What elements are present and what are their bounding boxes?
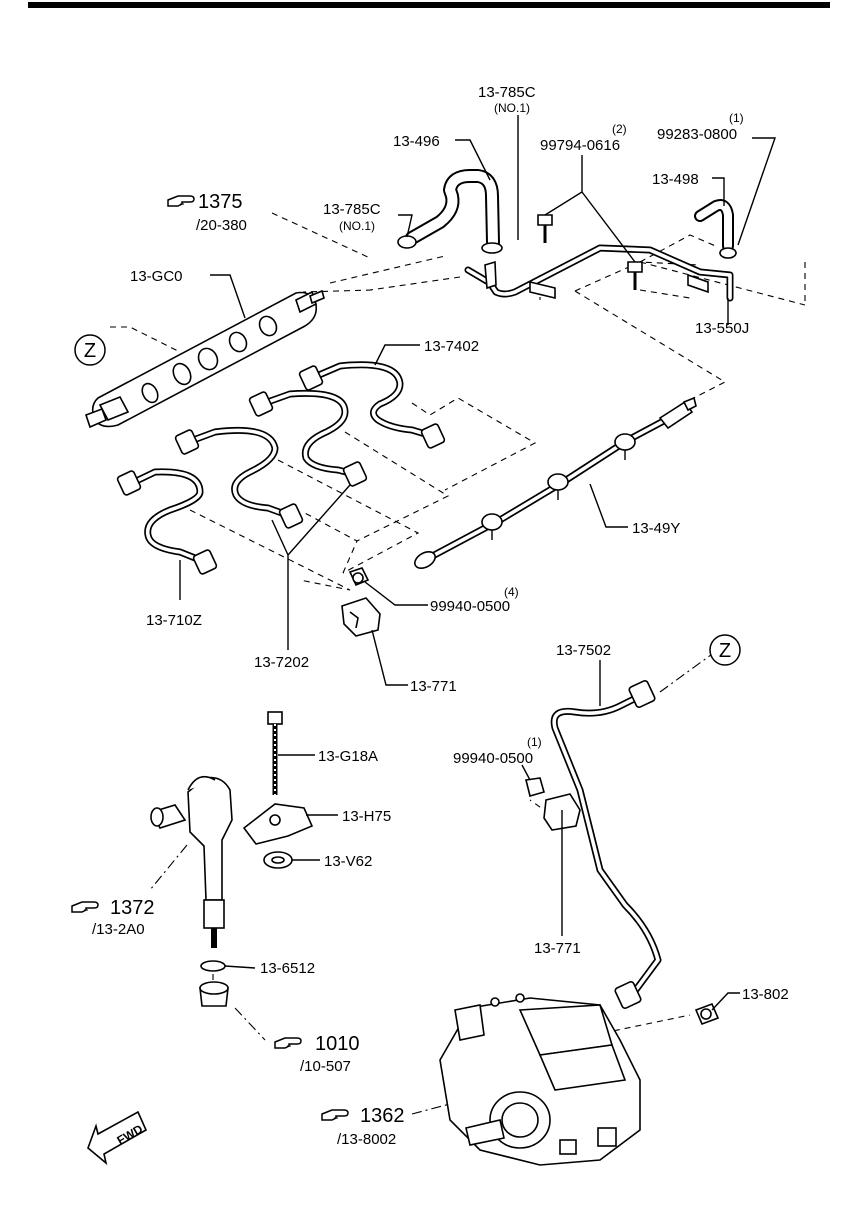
pointing-hand-icon <box>321 1109 349 1121</box>
reference-1375[interactable]: 1375 /20-380 <box>167 191 247 234</box>
supply-pump <box>439 993 720 1166</box>
svg-text:1372: 1372 <box>110 897 155 919</box>
svg-text:/13-8002: /13-8002 <box>337 1131 396 1148</box>
callout-13-785C-top-note: (NO.1) <box>494 101 530 115</box>
svg-text:/13-2A0: /13-2A0 <box>92 921 145 938</box>
callout-99283-qty: (1) <box>729 111 744 125</box>
callout-13-785C-left: 13-785C <box>323 201 381 218</box>
callout-13-498: 13-498 <box>652 171 699 188</box>
callout-13-GC0: 13-GC0 <box>130 268 183 285</box>
callout-13-7202: 13-7202 <box>254 654 309 671</box>
pointing-hand-icon <box>167 195 195 207</box>
callout-13-H75: 13-H75 <box>342 808 391 825</box>
pipe-clamp-bottom <box>525 777 581 831</box>
callout-13-785C-top: 13-785C <box>478 84 536 101</box>
z-marker-right: Z <box>709 634 741 666</box>
callout-99283: 99283-0800 <box>657 126 737 143</box>
svg-text:/10-507: /10-507 <box>300 1058 351 1075</box>
callout-13-802: 13-802 <box>742 986 789 1003</box>
injection-pipes <box>116 361 446 575</box>
callout-13-V62: 13-V62 <box>324 853 372 870</box>
svg-text:Z: Z <box>84 340 96 362</box>
callout-13-49Y: 13-49Y <box>632 520 680 537</box>
high-pressure-pipe <box>550 679 662 1010</box>
svg-text:Z: Z <box>719 640 731 662</box>
svg-text:1375: 1375 <box>198 191 243 213</box>
callout-13-550J: 13-550J <box>695 320 749 337</box>
leak-off-pipe <box>414 396 697 569</box>
callout-13-710Z: 13-710Z <box>146 612 202 629</box>
callout-13-6512: 13-6512 <box>260 960 315 977</box>
callout-13-7402: 13-7402 <box>424 338 479 355</box>
svg-text:1362: 1362 <box>360 1105 405 1127</box>
callout-99794: 99794-0616 <box>540 137 620 154</box>
callout-13-496: 13-496 <box>393 133 440 150</box>
callout-13-G18A: 13-G18A <box>318 748 378 765</box>
leader-lines <box>179 115 776 1011</box>
callout-99940-top: 99940-0500 <box>430 598 510 615</box>
callout-13-785C-left-note: (NO.1) <box>339 219 375 233</box>
pointing-hand-icon <box>274 1037 302 1049</box>
callout-99940-bottom-qty: (1) <box>527 735 542 749</box>
callout-99794-qty: (2) <box>612 122 627 136</box>
reference-1362[interactable]: 1362 /13-8002 <box>321 1105 405 1148</box>
return-hoses <box>397 169 737 302</box>
z-marker-left: Z <box>74 334 106 366</box>
callout-99940-bottom: 99940-0500 <box>453 750 533 767</box>
forward-arrow-icon: FWD <box>87 1110 148 1166</box>
fuel-rail <box>84 289 325 429</box>
pointing-hand-icon <box>71 901 99 913</box>
callout-99940-top-qty: (4) <box>504 585 519 599</box>
part-callouts: 13-785C (NO.1) 13-496 (2) 99794-0616 (1)… <box>130 84 789 1003</box>
top-border <box>28 2 830 8</box>
svg-text:1010: 1010 <box>315 1033 360 1055</box>
injector-assembly <box>150 711 314 1007</box>
callout-13-7502: 13-7502 <box>556 642 611 659</box>
svg-text:/20-380: /20-380 <box>196 217 247 234</box>
pipe-clamp-top <box>341 567 381 637</box>
callout-13-771-top: 13-771 <box>410 678 457 695</box>
reference-1372[interactable]: 1372 /13-2A0 <box>71 897 155 938</box>
callout-13-771-bottom: 13-771 <box>534 940 581 957</box>
reference-1010[interactable]: 1010 /10-507 <box>274 1033 360 1075</box>
